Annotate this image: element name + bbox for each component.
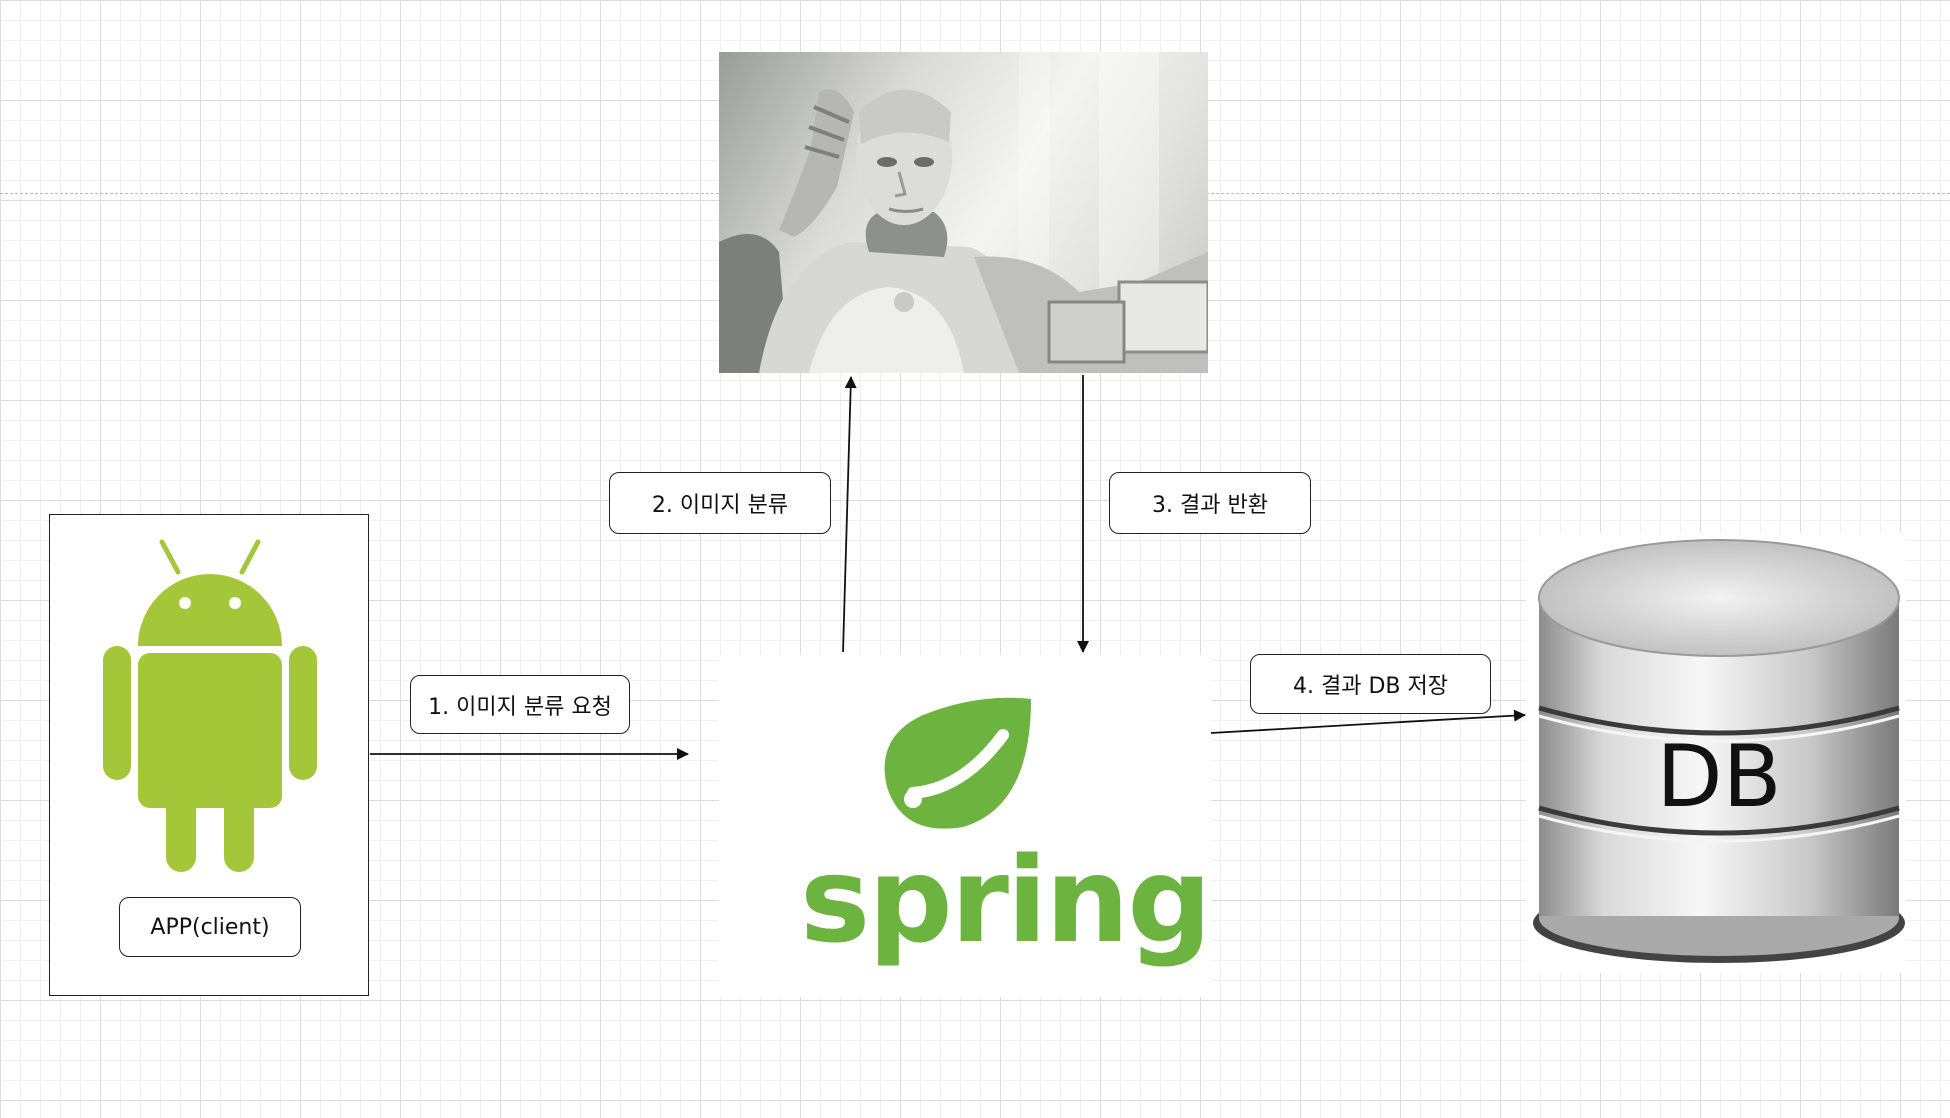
step-3-label-box: 3. 결과 반환 (1109, 472, 1311, 534)
arrow-step-4 (1210, 709, 1526, 734)
step-1-label: 1. 이미지 분류 요청 (428, 694, 612, 720)
step-2-label: 2. 이미지 분류 (651, 493, 789, 518)
db-label: DB (1656, 727, 1781, 827)
step-2-label-box: 2. 이미지 분류 (609, 472, 831, 534)
client-label: APP(client) (150, 914, 270, 940)
android-robot-icon (103, 539, 317, 872)
step-4-label-box: 4. 결과 DB 저장 (1250, 654, 1491, 714)
arrow-step-2 (842, 376, 857, 653)
robot-thinking-photo (719, 52, 1208, 373)
step-1-label-box: 1. 이미지 분류 요청 (410, 675, 630, 734)
client-label-box: APP(client) (119, 897, 301, 957)
step-3-label: 3. 결과 반환 (1152, 493, 1268, 518)
database-cylinder-icon: DB (1533, 539, 1905, 963)
step-4-label: 4. 결과 DB 저장 (1293, 674, 1448, 699)
spring-leaf-icon (884, 697, 1031, 829)
